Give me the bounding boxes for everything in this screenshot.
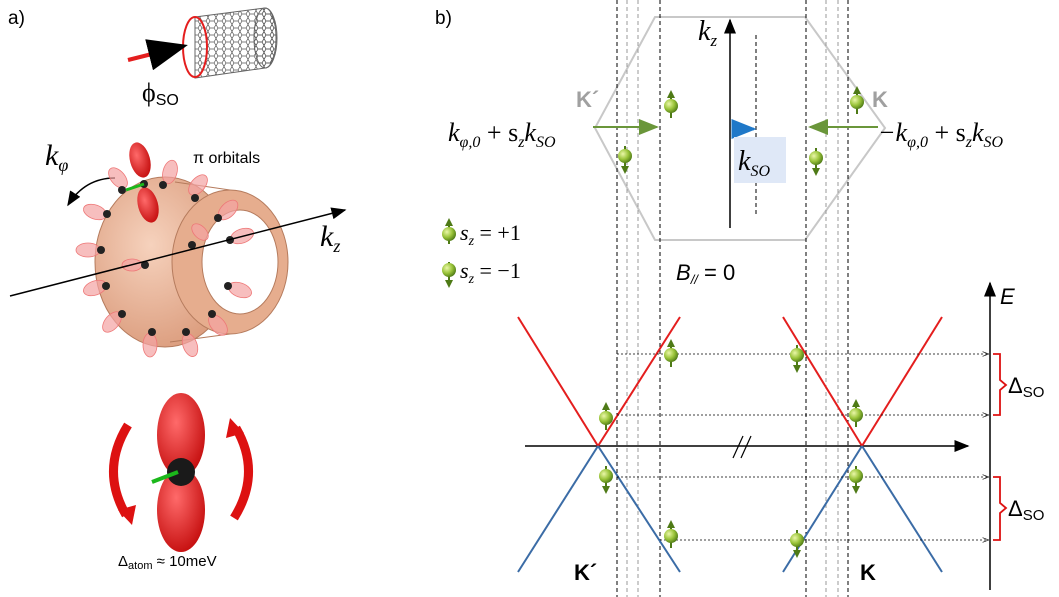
legend-spin-down-ball (442, 262, 456, 288)
K-prime-label-bottom: K´ (574, 560, 597, 585)
delta-so-bracket-lower (993, 476, 1008, 541)
k-z-label-b: kz (698, 16, 717, 50)
delta-so-label-lower: ΔSO (1008, 496, 1044, 524)
energy-guide-lines (617, 354, 988, 540)
pi-orbitals-label: π orbitals (193, 150, 260, 167)
k-so-label: kSO (738, 146, 770, 180)
k-phi-label: kφ (45, 139, 68, 175)
spin-up-ball (664, 339, 678, 367)
phi-so-label: ϕSO (142, 78, 179, 109)
legend-spin-down-label: sz = −1 (460, 258, 521, 287)
spin-down-ball (599, 466, 613, 494)
b-field-label: B// = 0 (676, 260, 735, 287)
legend-spin-up-ball (442, 218, 456, 244)
spin-up-ball (599, 402, 613, 430)
left-k-expression: kφ,0 + szkSO (448, 118, 556, 151)
delta-so-label-upper: ΔSO (1008, 373, 1044, 401)
spin-down-ball (790, 345, 804, 373)
k-z-axis-a (9, 207, 347, 297)
pi-orbital-cylinder (75, 142, 289, 358)
dirac-bands (517, 316, 943, 573)
spin-up-ball (664, 90, 678, 118)
nanotube-illustration (127, 7, 278, 79)
spin-down-ball (809, 148, 823, 176)
spin-down-ball (618, 146, 632, 174)
K-label-bottom: K (860, 560, 876, 585)
delta-atom-label: Δatom ≈ 10meV (118, 553, 217, 572)
axis-break-1 (732, 435, 744, 459)
k-z-label-a: kz (320, 220, 340, 256)
K-prime-label-top: K´ (576, 87, 599, 112)
K-label-top: K (872, 87, 888, 112)
spin-down-ball (849, 466, 863, 494)
quantization-lines (616, 0, 849, 597)
panel-a-label: a) (8, 8, 25, 29)
spin-up-ball (850, 86, 864, 114)
k-so-label-box (734, 137, 786, 183)
spin-up-ball (849, 399, 863, 427)
panel-b-label: b) (435, 8, 452, 29)
k-phi-rotation-arrow (67, 177, 116, 207)
spin-down-ball (790, 530, 804, 558)
atom-orbital-illustration (109, 393, 253, 552)
axis-break-2 (740, 435, 752, 459)
legend-spin-up-label: sz = +1 (460, 220, 521, 249)
energy-axis-label: E (1000, 284, 1015, 309)
right-k-expression: −kφ,0 + szkSO (878, 118, 1004, 151)
spin-up-ball (664, 520, 678, 548)
delta-so-bracket-upper (993, 353, 1008, 416)
